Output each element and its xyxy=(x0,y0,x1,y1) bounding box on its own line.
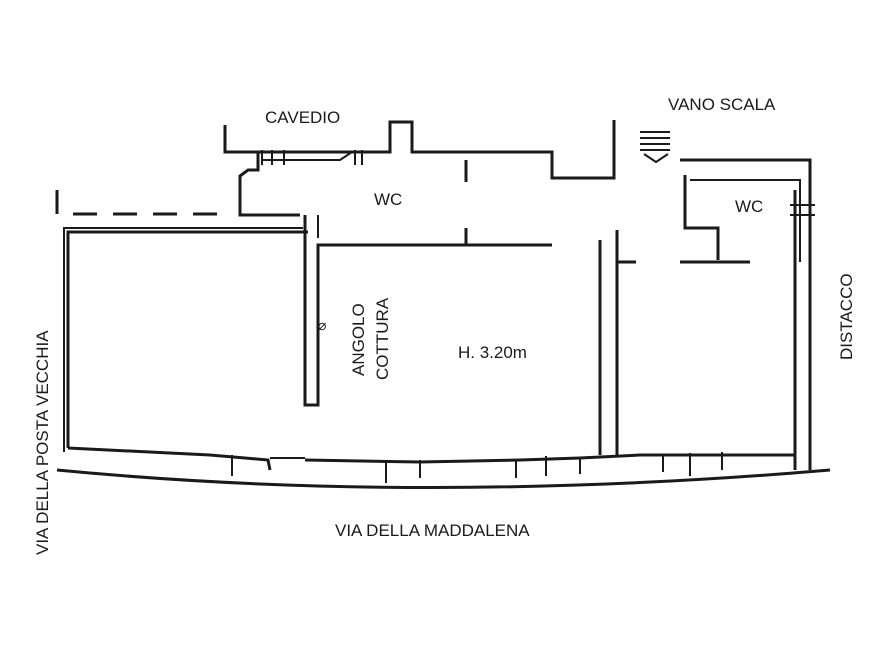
wc-window xyxy=(261,150,285,165)
left-room-wall xyxy=(66,230,308,448)
label-kitchen-line2: COTTURA xyxy=(373,297,392,380)
partition-left xyxy=(303,215,552,407)
courtyard-window xyxy=(354,150,363,165)
wc-right-inner xyxy=(690,179,801,262)
service-block-wall xyxy=(223,125,300,217)
left-room-wall-inner xyxy=(63,227,303,452)
courtyard-wall xyxy=(225,120,616,180)
label-distance: DISTACCO xyxy=(837,273,856,360)
courtyard-inner xyxy=(262,151,353,161)
partition-right xyxy=(598,230,636,455)
facade-outer xyxy=(56,468,831,489)
stair-icon xyxy=(640,131,670,164)
label-kitchen-line1: ANGOLO xyxy=(349,303,368,376)
facade-inner xyxy=(67,446,795,471)
label-street-bottom: VIA DELLA MADDALENA xyxy=(335,521,530,540)
wc-right-wall xyxy=(680,175,750,264)
label-height: H. 3.20m xyxy=(458,343,527,362)
label-wc-left: WC xyxy=(374,190,402,209)
label-wc-right: WC xyxy=(735,197,763,216)
facade-windows xyxy=(231,452,723,483)
flue-symbol: ⌀ xyxy=(318,317,326,333)
right-window xyxy=(790,204,815,216)
label-street-left: VIA DELLA POSTA VECCHIA xyxy=(33,330,52,555)
right-top-wall xyxy=(680,158,812,190)
label-stairwell: VANO SCALA xyxy=(668,95,776,114)
dashed-boundary xyxy=(55,190,225,216)
label-courtyard: CAVEDIO xyxy=(265,108,340,127)
right-outer-wall xyxy=(793,190,812,470)
